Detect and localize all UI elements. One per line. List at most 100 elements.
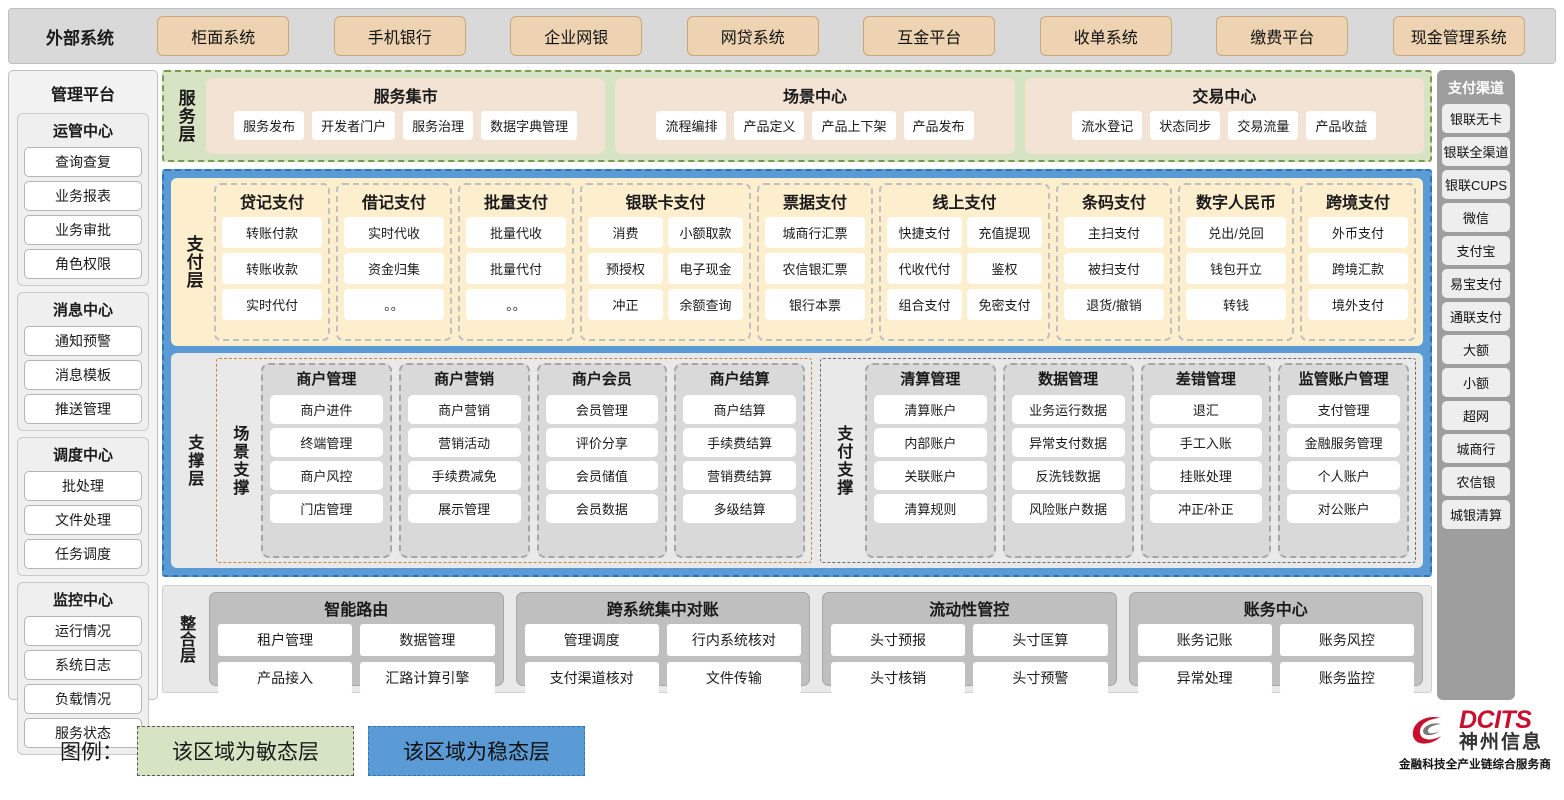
- payment-item[interactable]: 鉴权: [967, 253, 1042, 284]
- payment-channel-item[interactable]: 城商行: [1442, 434, 1510, 463]
- service-item[interactable]: 服务治理: [403, 111, 474, 140]
- support-item[interactable]: 手续费结算: [683, 428, 796, 457]
- payment-item[interactable]: 实时代付: [222, 289, 322, 320]
- support-item[interactable]: 门店管理: [270, 494, 383, 523]
- integration-item[interactable]: 产品接入: [218, 662, 353, 694]
- payment-item[interactable]: 电子现金: [668, 253, 743, 284]
- service-item[interactable]: 数据字典管理: [481, 111, 578, 140]
- payment-channel-item[interactable]: 支付宝: [1442, 236, 1510, 265]
- service-item[interactable]: 产品发布: [903, 111, 974, 140]
- support-item[interactable]: 内部账户: [874, 428, 987, 457]
- support-item[interactable]: 挂账处理: [1149, 461, 1263, 490]
- support-item[interactable]: 金融服务管理: [1287, 428, 1400, 457]
- payment-item[interactable]: 外币支付: [1308, 217, 1408, 248]
- integration-item[interactable]: 汇路计算引擎: [360, 662, 495, 694]
- external-system-chip[interactable]: 现金管理系统: [1392, 16, 1525, 56]
- management-item[interactable]: 系统日志: [24, 650, 142, 680]
- support-item[interactable]: 会员数据: [545, 494, 659, 523]
- support-item[interactable]: 个人账户: [1287, 461, 1400, 490]
- payment-item[interactable]: 转账收款: [222, 253, 322, 284]
- payment-item[interactable]: 冲正: [588, 289, 663, 320]
- payment-channel-item[interactable]: 大额: [1442, 335, 1510, 364]
- payment-item[interactable]: 代收代付: [887, 253, 962, 284]
- payment-item[interactable]: 退货/撤销: [1064, 289, 1164, 320]
- payment-item[interactable]: 被扫支付: [1064, 253, 1164, 284]
- payment-item[interactable]: 消费: [588, 217, 663, 248]
- management-item[interactable]: 任务调度: [24, 539, 142, 569]
- support-item[interactable]: 评价分享: [545, 428, 659, 457]
- payment-item[interactable]: 主扫支付: [1064, 217, 1164, 248]
- service-item[interactable]: 流程编排: [656, 111, 727, 140]
- payment-item[interactable]: 批量代收: [466, 217, 566, 248]
- external-system-chip[interactable]: 互金平台: [863, 16, 996, 56]
- payment-item[interactable]: 城商行汇票: [765, 217, 865, 248]
- payment-item[interactable]: 兑出/兑回: [1186, 217, 1286, 248]
- management-item[interactable]: 业务报表: [24, 181, 142, 211]
- external-system-chip[interactable]: 企业网银: [510, 16, 643, 56]
- payment-channel-item[interactable]: 微信: [1442, 203, 1510, 232]
- support-item[interactable]: 退汇: [1149, 395, 1263, 424]
- payment-item[interactable]: 资金归集: [344, 253, 444, 284]
- support-item[interactable]: 营销费结算: [683, 461, 796, 490]
- integration-item[interactable]: 头寸预警: [973, 662, 1108, 694]
- management-item[interactable]: 负载情况: [24, 684, 142, 714]
- payment-channel-item[interactable]: 易宝支付: [1442, 269, 1510, 298]
- external-system-chip[interactable]: 网贷系统: [686, 16, 819, 56]
- payment-channel-item[interactable]: 城银清算: [1442, 500, 1510, 529]
- payment-channel-item[interactable]: 银联无卡: [1442, 104, 1510, 133]
- support-item[interactable]: 手工入账: [1149, 428, 1263, 457]
- service-item[interactable]: 交易流量: [1228, 111, 1299, 140]
- payment-item[interactable]: 。。: [344, 289, 444, 320]
- management-item[interactable]: 业务审批: [24, 215, 142, 245]
- support-item[interactable]: 手续费减免: [407, 461, 521, 490]
- service-item[interactable]: 产品上下架: [812, 111, 896, 140]
- payment-channel-item[interactable]: 超网: [1442, 401, 1510, 430]
- payment-item[interactable]: 余额查询: [668, 289, 743, 320]
- management-item[interactable]: 服务状态: [24, 718, 142, 748]
- payment-channel-item[interactable]: 小额: [1442, 368, 1510, 397]
- integration-item[interactable]: 支付渠道核对: [524, 662, 659, 694]
- support-item[interactable]: 支付管理: [1287, 395, 1400, 424]
- payment-item[interactable]: 充值提现: [967, 217, 1042, 248]
- service-item[interactable]: 开发者门户: [312, 111, 396, 140]
- external-system-chip[interactable]: 缴费平台: [1216, 16, 1349, 56]
- payment-channel-item[interactable]: 银联CUPS: [1442, 170, 1510, 199]
- payment-item[interactable]: 批量代付: [466, 253, 566, 284]
- integration-item[interactable]: 账务监控: [1279, 662, 1414, 694]
- service-item[interactable]: 状态同步: [1150, 111, 1221, 140]
- support-item[interactable]: 清算账户: [874, 395, 987, 424]
- support-item[interactable]: 商户营销: [407, 395, 521, 424]
- integration-item[interactable]: 文件传输: [666, 662, 801, 694]
- payment-item[interactable]: 转账付款: [222, 217, 322, 248]
- management-item[interactable]: 查询查复: [24, 147, 142, 177]
- support-item[interactable]: 商户风控: [270, 461, 383, 490]
- payment-item[interactable]: 境外支付: [1308, 289, 1408, 320]
- service-item[interactable]: 服务发布: [234, 111, 305, 140]
- support-item[interactable]: 清算规则: [874, 494, 987, 523]
- service-item[interactable]: 产品定义: [734, 111, 805, 140]
- payment-channel-item[interactable]: 通联支付: [1442, 302, 1510, 331]
- management-item[interactable]: 文件处理: [24, 505, 142, 535]
- payment-item[interactable]: 钱包开立: [1186, 253, 1286, 284]
- integration-item[interactable]: 租户管理: [218, 624, 353, 656]
- management-item[interactable]: 消息模板: [24, 360, 142, 390]
- integration-item[interactable]: 管理调度: [524, 624, 659, 656]
- payment-item[interactable]: 农信银汇票: [765, 253, 865, 284]
- support-item[interactable]: 展示管理: [407, 494, 521, 523]
- external-system-chip[interactable]: 柜面系统: [157, 16, 290, 56]
- integration-item[interactable]: 数据管理: [360, 624, 495, 656]
- support-item[interactable]: 多级结算: [683, 494, 796, 523]
- support-item[interactable]: 异常支付数据: [1011, 428, 1125, 457]
- payment-item[interactable]: 快捷支付: [887, 217, 962, 248]
- integration-item[interactable]: 头寸核销: [831, 662, 966, 694]
- support-item[interactable]: 会员储值: [545, 461, 659, 490]
- external-system-chip[interactable]: 收单系统: [1039, 16, 1172, 56]
- payment-channel-item[interactable]: 农信银: [1442, 467, 1510, 496]
- support-item[interactable]: 营销活动: [407, 428, 521, 457]
- payment-item[interactable]: 转钱: [1186, 289, 1286, 320]
- support-item[interactable]: 终端管理: [270, 428, 383, 457]
- support-item[interactable]: 商户结算: [683, 395, 796, 424]
- integration-item[interactable]: 异常处理: [1137, 662, 1272, 694]
- management-item[interactable]: 批处理: [24, 471, 142, 501]
- integration-item[interactable]: 头寸匡算: [973, 624, 1108, 656]
